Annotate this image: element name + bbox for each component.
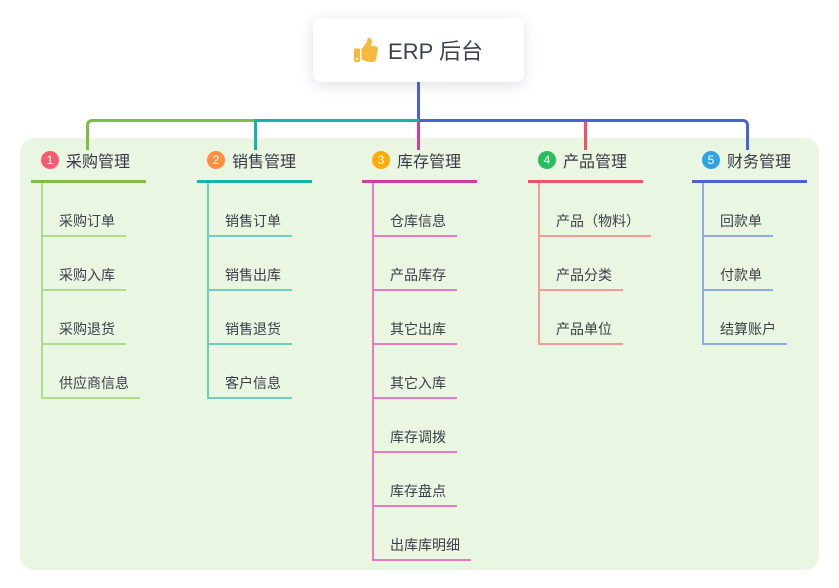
child-node[interactable]: 回款单 (704, 183, 773, 237)
root-connector-line (417, 82, 420, 122)
branch-children: 回款单付款单结算账户 (702, 183, 807, 345)
branch-column-1: 1 采购管理采购订单采购入库采购退货供应商信息 (31, 148, 146, 399)
child-node[interactable]: 销售退货 (209, 291, 292, 345)
branch-index-badge: 4 (538, 151, 556, 169)
branch-index-badge: 1 (41, 151, 59, 169)
branch-column-4: 4 产品管理产品（物料）产品分类产品单位 (528, 148, 651, 345)
branch-node-1[interactable]: 1 采购管理 (31, 148, 146, 183)
connector-branch-5 (419, 119, 749, 150)
child-node[interactable]: 产品单位 (540, 291, 623, 345)
branch-children: 采购订单采购入库采购退货供应商信息 (41, 183, 146, 399)
branch-children: 产品（物料）产品分类产品单位 (538, 183, 651, 345)
branch-label: 销售管理 (232, 154, 297, 171)
branch-index-badge: 3 (372, 151, 390, 169)
branch-node-2[interactable]: 2 销售管理 (197, 148, 312, 183)
root-node[interactable]: ERP 后台 (313, 18, 524, 82)
thumbs-up-icon (354, 38, 379, 62)
branch-column-5: 5 财务管理回款单付款单结算账户 (692, 148, 807, 345)
branch-children: 销售订单销售出库销售退货客户信息 (207, 183, 312, 399)
child-node[interactable]: 供应商信息 (43, 345, 140, 399)
child-node[interactable]: 出库库明细 (374, 507, 471, 561)
child-node[interactable]: 产品分类 (540, 237, 623, 291)
root-node-label: ERP 后台 (388, 39, 483, 64)
branch-node-5[interactable]: 5 财务管理 (692, 148, 807, 183)
branch-label: 库存管理 (397, 154, 462, 171)
branch-column-2: 2 销售管理销售订单销售出库销售退货客户信息 (197, 148, 312, 399)
child-node[interactable]: 采购入库 (43, 237, 126, 291)
connector-branch-4 (584, 122, 587, 150)
branch-label: 产品管理 (563, 154, 628, 171)
child-node[interactable]: 采购退货 (43, 291, 126, 345)
child-node[interactable]: 库存盘点 (374, 453, 457, 507)
child-node[interactable]: 产品库存 (374, 237, 457, 291)
connector-branch-2 (254, 119, 419, 150)
connector-branch-3 (417, 122, 420, 150)
branch-index-badge: 5 (702, 151, 720, 169)
child-node[interactable]: 产品（物料） (540, 183, 651, 237)
branch-label: 财务管理 (727, 154, 792, 171)
branch-label: 采购管理 (66, 154, 131, 171)
child-node[interactable]: 客户信息 (209, 345, 292, 399)
child-node[interactable]: 库存调拨 (374, 399, 457, 453)
child-node[interactable]: 采购订单 (43, 183, 126, 237)
connector-branch-1 (86, 119, 254, 150)
branch-children: 仓库信息产品库存其它出库其它入库库存调拨库存盘点出库库明细 (372, 183, 477, 561)
child-node[interactable]: 结算账户 (704, 291, 787, 345)
child-node[interactable]: 其它出库 (374, 291, 457, 345)
branch-index-badge: 2 (207, 151, 225, 169)
child-node[interactable]: 付款单 (704, 237, 773, 291)
branch-node-3[interactable]: 3 库存管理 (362, 148, 477, 183)
branches-panel (20, 138, 819, 570)
branch-column-3: 3 库存管理仓库信息产品库存其它出库其它入库库存调拨库存盘点出库库明细 (362, 148, 477, 561)
branch-node-4[interactable]: 4 产品管理 (528, 148, 643, 183)
child-node[interactable]: 仓库信息 (374, 183, 457, 237)
child-node[interactable]: 销售出库 (209, 237, 292, 291)
child-node[interactable]: 销售订单 (209, 183, 292, 237)
child-node[interactable]: 其它入库 (374, 345, 457, 399)
